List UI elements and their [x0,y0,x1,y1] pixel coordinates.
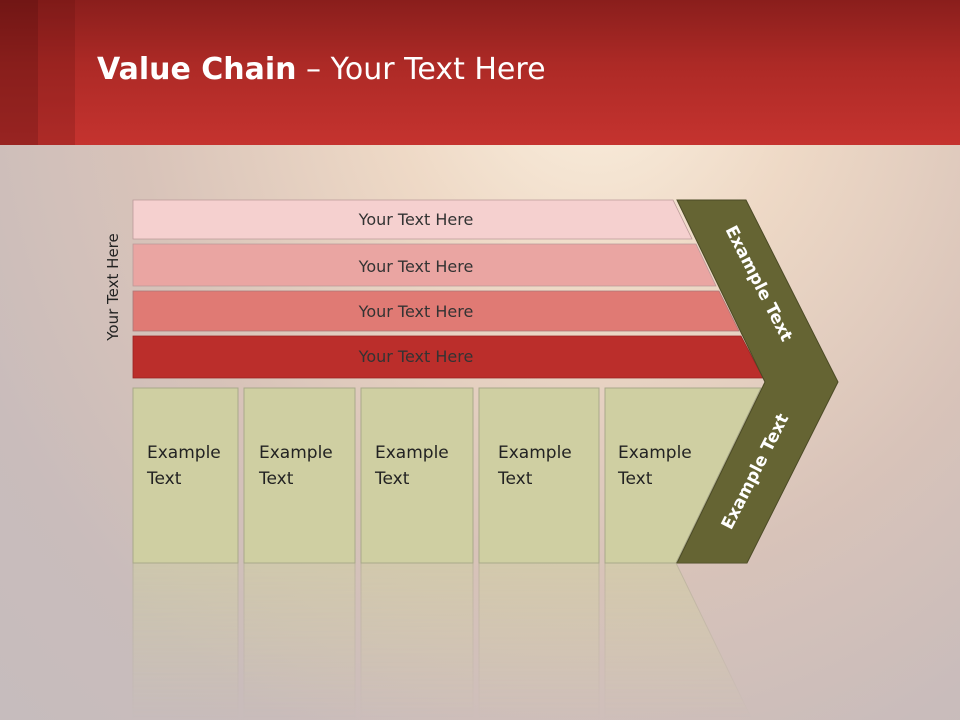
header-accent-band [38,0,75,145]
slide-title[interactable]: Value Chain – Your Text Here [97,52,546,87]
reflection-box [478,562,600,720]
box-3-shape [360,387,474,564]
bar-2[interactable]: Your Text Here [132,243,717,287]
box-2-line1: Example [259,443,333,463]
bar-3-label: Your Text Here [358,302,474,321]
box-5-line2: Text [617,469,653,489]
bar-1-label: Your Text Here [358,210,474,229]
bar-1-shape [132,199,693,240]
header-accent-band [0,0,38,145]
bar-3[interactable]: Your Text Here [132,290,740,332]
bar-1[interactable]: Your Text Here [132,199,693,240]
box-1-line1: Example [147,443,221,463]
box-4-shape [478,387,600,564]
reflection [132,436,812,720]
bar-4-label: Your Text Here [358,347,474,366]
bar-2-label: Your Text Here [358,257,474,276]
reflection-box [243,562,356,720]
box-3-line1: Example [375,443,449,463]
title-rest: – Your Text Here [296,52,546,87]
bar-4[interactable]: Your Text Here [132,335,764,379]
box-4-line2: Text [497,469,533,489]
reflection-box [604,562,753,720]
reflection-box [132,562,239,720]
box-4-line1: Example [498,443,572,463]
box-1-line2: Text [146,469,182,489]
reflection-box [360,562,474,720]
box-3-line2: Text [374,469,410,489]
reflection-chevron [676,436,812,563]
bar-2-shape [132,243,717,287]
bar-3-shape [132,290,740,332]
box-2-line2: Text [258,469,294,489]
box-2-shape [243,387,356,564]
header-banner [0,0,960,145]
box-1-shape [132,387,239,564]
box-5-line1: Example [618,443,692,463]
title-bold: Value Chain [97,52,297,87]
